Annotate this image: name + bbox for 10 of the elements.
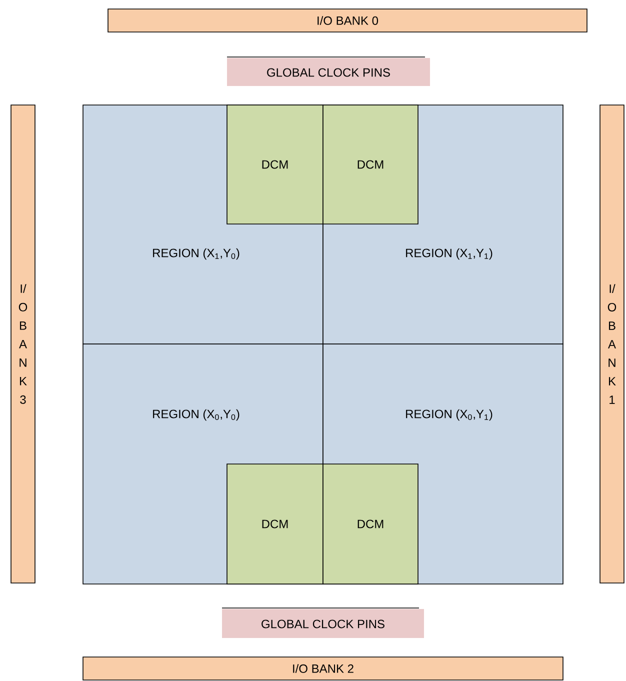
clock-pins-label: GLOBAL CLOCK PINS [226, 56, 430, 86]
io-bank-bar: I/O BANK 0 [108, 8, 588, 32]
dcm-box: DCM [226, 464, 324, 584]
io-bank-bar: I/O BANK 1 [600, 104, 624, 584]
clock-pins-label: GLOBAL CLOCK PINS [222, 608, 424, 638]
io-bank-bar: I/O BANK 3 [10, 104, 36, 584]
dcm-box: DCM [322, 464, 418, 584]
io-bank-bar: I/O BANK 2 [82, 656, 564, 680]
dcm-box: DCM [322, 104, 418, 224]
dcm-box: DCM [226, 104, 324, 224]
